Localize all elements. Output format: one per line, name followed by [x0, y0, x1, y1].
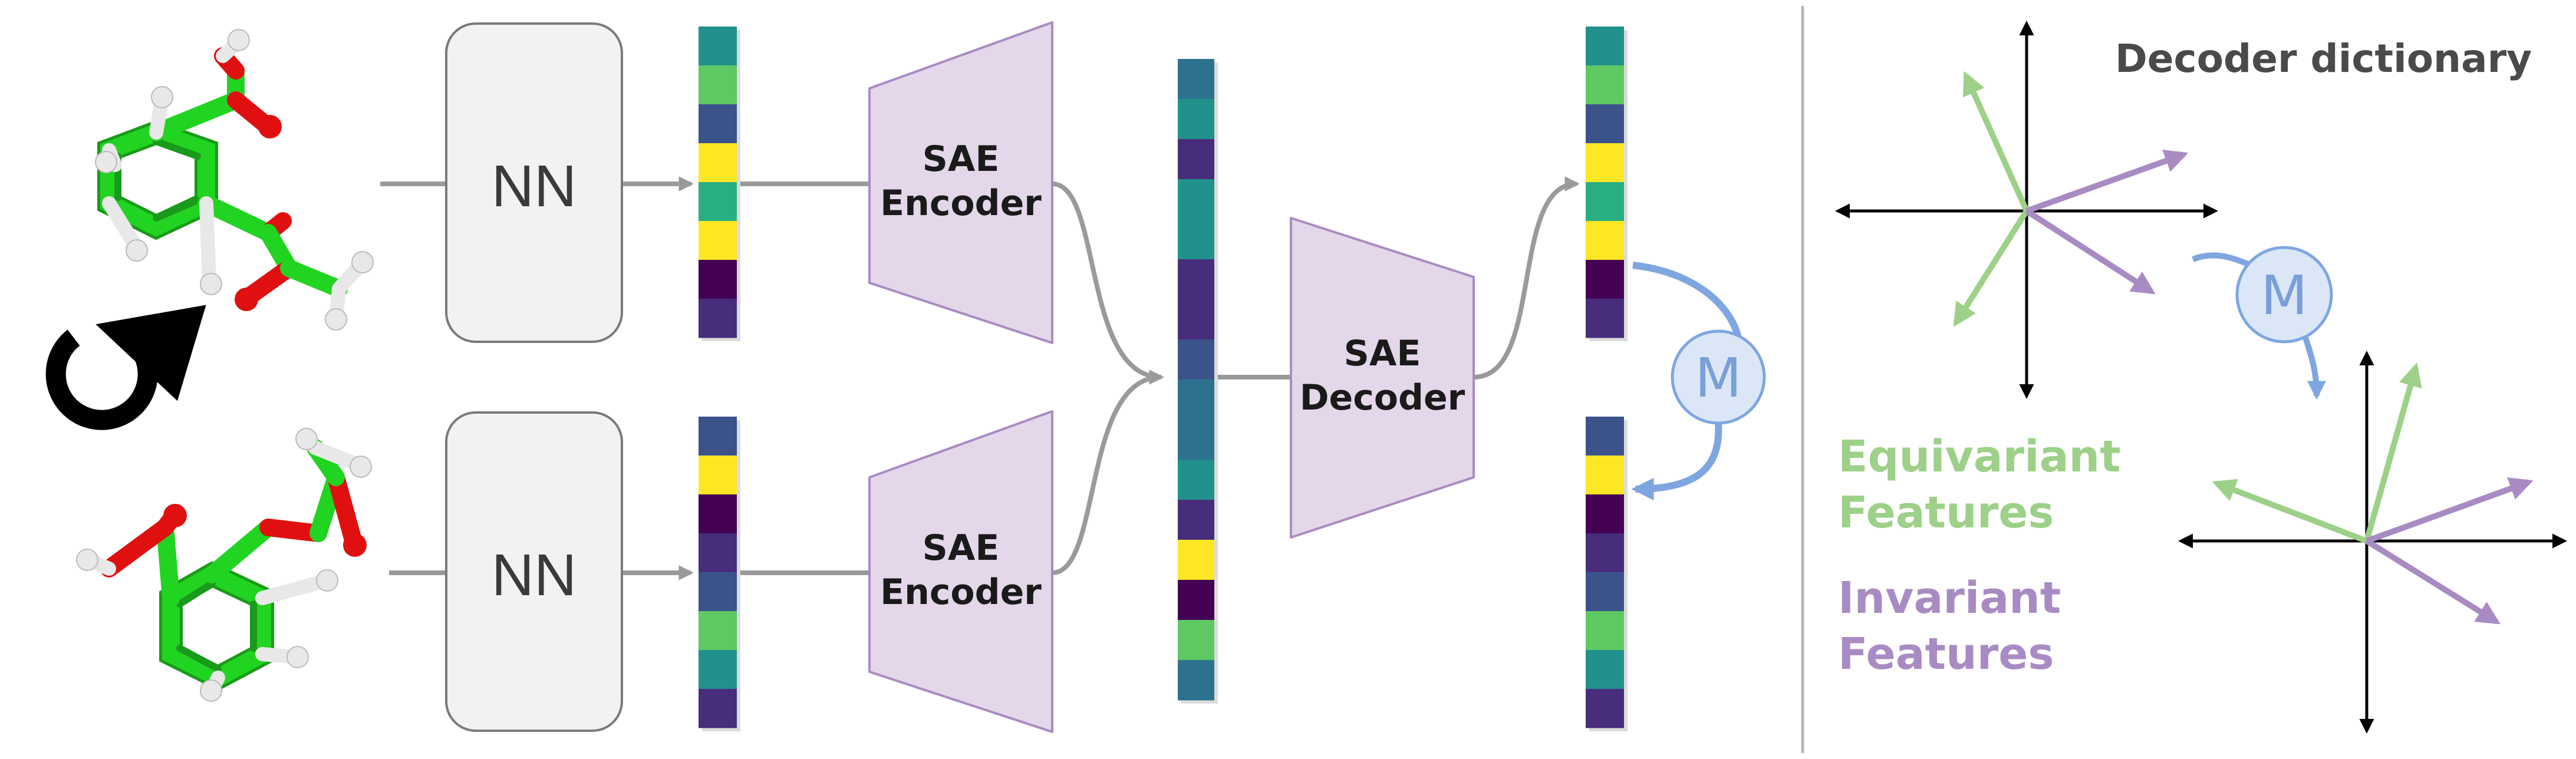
- vector-cell: [1586, 65, 1624, 105]
- decoder-label-line1: SAE: [1344, 333, 1421, 374]
- legend-equivariant-line1: Equivariant: [1838, 431, 2121, 482]
- vector-cell: [1586, 182, 1624, 222]
- vector-cell: [1586, 27, 1624, 66]
- vector-cell: [1586, 689, 1624, 728]
- vector-cell: [699, 417, 737, 456]
- decoded-vector-top: [1586, 27, 1628, 341]
- vector-cell: [699, 260, 737, 299]
- legend: Equivariant Features Invariant Features: [1838, 431, 2121, 679]
- vector-cell: [1586, 650, 1624, 689]
- vector-cell: [699, 221, 737, 260]
- vector-cell: [1586, 533, 1624, 573]
- vector-cell: [1178, 339, 1214, 380]
- nn-label-bottom: NN: [492, 542, 577, 608]
- vector-cell: [699, 456, 737, 495]
- vector-cell: [699, 533, 737, 573]
- m-label-center: M: [1695, 346, 1741, 410]
- rotation-icon: [45, 305, 206, 430]
- sae-encoder-top: SAE Encoder: [868, 21, 1053, 344]
- vector-cell: [1586, 221, 1624, 260]
- molecule-bottom: [76, 428, 372, 702]
- vector-cell: [1586, 456, 1624, 495]
- legend-equivariant-line2: Features: [1838, 487, 2054, 538]
- molecule-top: [95, 29, 374, 331]
- vector-cell: [1178, 580, 1214, 621]
- legend-invariant-line1: Invariant: [1838, 573, 2061, 623]
- vector-cell: [1178, 139, 1214, 180]
- vector-cell: [1178, 259, 1214, 300]
- feature-arrows-top: [1953, 71, 2189, 327]
- sae-decoder: SAE Decoder: [1290, 217, 1475, 539]
- vector-cell: [1586, 417, 1624, 456]
- dictionary-title: Decoder dictionary: [2115, 36, 2532, 81]
- vector-cell: [1178, 620, 1214, 661]
- vector-cell: [1178, 460, 1214, 500]
- encoder-label-bottom-line2: Encoder: [880, 572, 1042, 613]
- vector-cell: [1178, 660, 1214, 701]
- vector-cell: [1178, 500, 1214, 540]
- encoder-label-top-line2: Encoder: [880, 183, 1042, 224]
- vector-cell: [1178, 59, 1214, 100]
- vector-cell: [699, 572, 737, 612]
- vector-cell: [1586, 260, 1624, 299]
- encoder-label-bottom-line1: SAE: [923, 527, 1000, 569]
- vector-cell: [1586, 611, 1624, 651]
- vector-cell: [699, 104, 737, 144]
- nn-label-top: NN: [492, 153, 577, 219]
- feature-arrows-bottom: [2212, 362, 2534, 625]
- decoder-label-line2: Decoder: [1300, 377, 1465, 418]
- legend-invariant-line2: Features: [1838, 629, 2054, 679]
- vector-cell: [699, 182, 737, 222]
- vector-cell: [1178, 420, 1214, 460]
- embedding-vector-top: [699, 27, 740, 341]
- vector-cell: [1586, 299, 1624, 338]
- m-label-right: M: [2261, 264, 2307, 327]
- vector-cell: [1178, 219, 1214, 260]
- vector-cell: [699, 27, 737, 66]
- sae-latent-vector: [1178, 59, 1218, 704]
- vector-cell: [1178, 380, 1214, 420]
- vector-cell: [1586, 104, 1624, 144]
- vector-cell: [699, 143, 737, 183]
- vector-cell: [1178, 99, 1214, 140]
- vector-cell: [1586, 572, 1624, 612]
- vector-cell: [1178, 299, 1214, 340]
- vector-cell: [1586, 494, 1624, 534]
- vector-cell: [1586, 143, 1624, 183]
- embedding-vector-bottom: [699, 417, 740, 731]
- decoded-vector-bottom: [1586, 417, 1628, 731]
- sae-encoder-bottom: SAE Encoder: [868, 410, 1053, 733]
- flow-lines: [380, 176, 1580, 580]
- nn-box-bottom: NN: [445, 411, 623, 732]
- nn-box-top: NN: [445, 22, 623, 343]
- vector-cell: [1178, 540, 1214, 580]
- vector-cell: [699, 611, 737, 651]
- encoder-label-top-line1: SAE: [923, 138, 1000, 180]
- vector-cell: [699, 689, 737, 728]
- vector-cell: [699, 650, 737, 689]
- m-operator-center: M: [1631, 262, 1766, 501]
- vector-cell: [1178, 179, 1214, 220]
- vector-cell: [699, 299, 737, 338]
- vector-cell: [699, 494, 737, 534]
- m-operator-right: M: [2192, 246, 2333, 400]
- vector-cell: [699, 65, 737, 105]
